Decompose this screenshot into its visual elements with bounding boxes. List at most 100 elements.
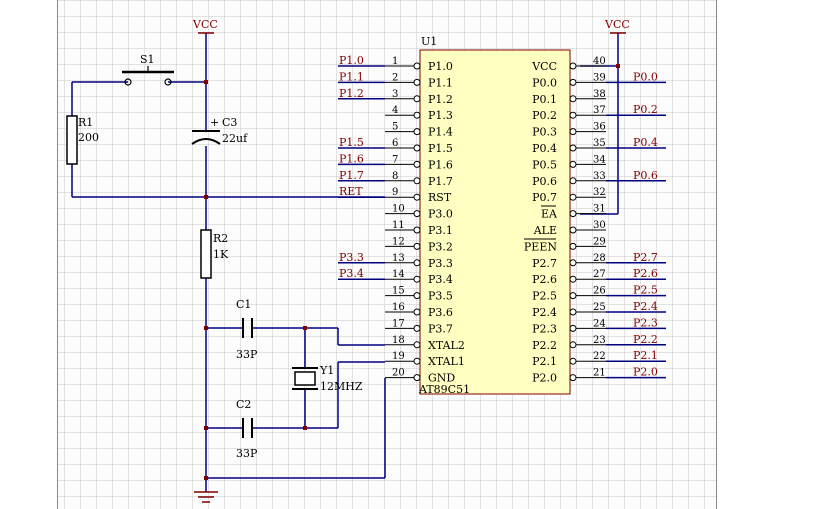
r2-ref: R2	[213, 232, 228, 245]
pin-number: 17	[392, 318, 405, 329]
net-label[interactable]: P0.0	[606, 70, 666, 83]
net-label[interactable]: P3.3	[338, 251, 385, 264]
chip-body	[419, 49, 571, 395]
net-label-text: P0.0	[633, 70, 658, 83]
pin-number: 31	[593, 204, 606, 215]
net-label-text: P1.6	[339, 152, 364, 165]
net-label[interactable]: P1.6	[338, 152, 385, 165]
net-label[interactable]: P1.5	[338, 136, 385, 149]
capacitor-c3[interactable]: + C3 22uf	[191, 116, 248, 145]
net-label[interactable]: P0.4	[606, 136, 666, 149]
net-label[interactable]: P2.4	[606, 300, 666, 313]
pin-dot	[569, 357, 577, 365]
pin-dot	[569, 193, 577, 201]
pin-dot	[413, 308, 421, 316]
pin-number: 4	[392, 105, 398, 116]
pin-dot	[569, 292, 577, 300]
net-label[interactable]: P1.2	[338, 87, 385, 100]
capacitor-c2[interactable]: C2 33P	[236, 398, 258, 460]
crystal-y1[interactable]: Y1 12MHZ	[292, 364, 363, 393]
net-label[interactable]: RET	[338, 185, 385, 198]
net-label[interactable]: P1.7	[338, 169, 385, 182]
net-label[interactable]: P1.0	[338, 54, 385, 67]
capacitor-c1[interactable]: C1 33P	[236, 298, 258, 361]
pin-dot	[413, 242, 421, 250]
net-label[interactable]: P0.2	[606, 103, 666, 116]
pin-dot	[569, 275, 577, 283]
net-label-text: P3.3	[339, 251, 364, 264]
y1-ref: Y1	[319, 364, 334, 377]
net-label[interactable]: P2.3	[606, 316, 666, 329]
resistor-r1[interactable]: R1 200	[66, 115, 99, 165]
pin-dot	[569, 62, 577, 70]
net-label[interactable]: P2.6	[606, 267, 666, 280]
vcc-power-port-right[interactable]: VCC	[604, 18, 630, 34]
net-label[interactable]: P2.0	[606, 366, 666, 379]
junction	[204, 80, 208, 84]
net-label-text: P0.4	[633, 136, 658, 149]
pin-name: P2.3	[532, 322, 557, 335]
switch-s1[interactable]: S1	[122, 53, 174, 86]
net-label[interactable]: P2.2	[606, 333, 666, 346]
net-label[interactable]: P2.7	[606, 251, 666, 264]
ground-symbol[interactable]	[194, 491, 218, 503]
pin-dot	[569, 78, 577, 86]
net-label[interactable]: P0.6	[606, 169, 666, 182]
pin-name: XTAL2	[428, 339, 465, 352]
net-label[interactable]: P3.4	[338, 267, 385, 280]
pin-dot	[413, 95, 421, 103]
pin-name: P3.5	[428, 290, 453, 303]
pin-number: 21	[593, 368, 606, 379]
net-label[interactable]: P2.1	[606, 349, 666, 362]
net-label[interactable]: P2.5	[606, 284, 666, 297]
net-label[interactable]: P1.1	[338, 70, 385, 83]
pin-name: P2.1	[532, 355, 557, 368]
vcc-power-port-left[interactable]: VCC	[192, 18, 218, 34]
pin-number: 32	[593, 187, 606, 198]
c3-plus: +	[210, 116, 219, 129]
resistor-r2[interactable]: R2 1K	[200, 229, 229, 279]
